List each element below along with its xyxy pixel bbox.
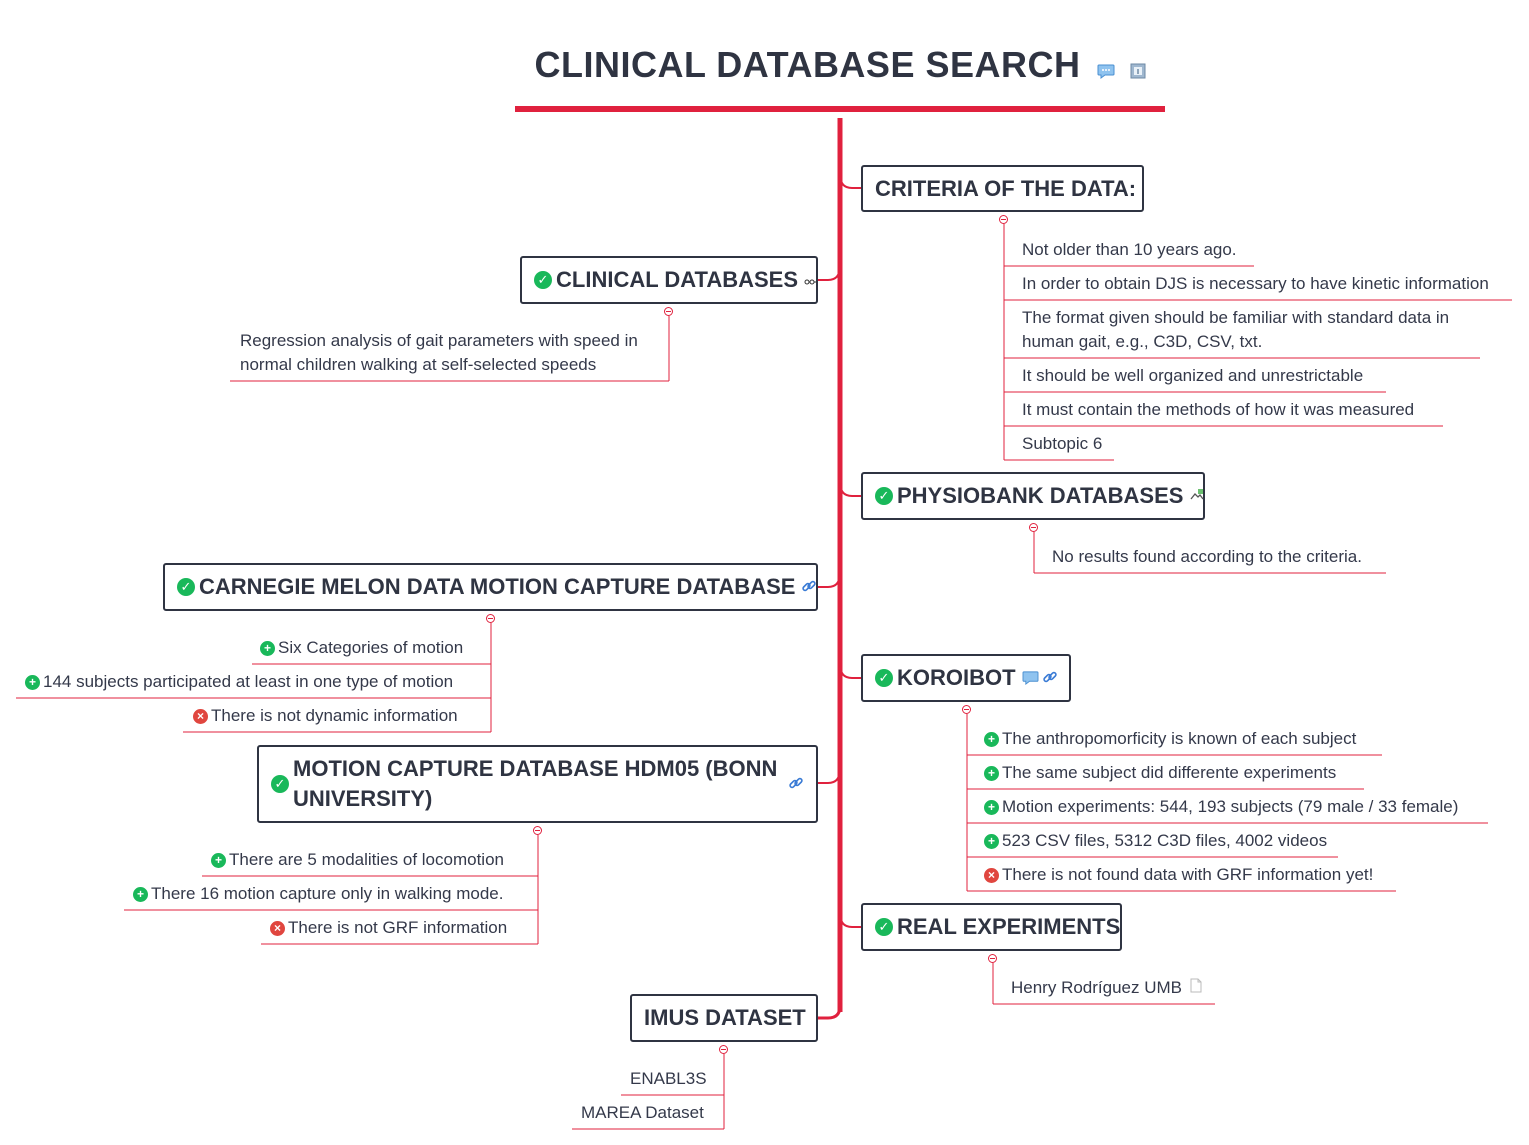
central-topic[interactable]: CLINICAL DATABASE SEARCH: [515, 40, 1165, 92]
hdm05-item[interactable]: ×There is not GRF information: [270, 916, 507, 940]
koroibot-item[interactable]: +523 CSV files, 5312 C3D files, 4002 vid…: [984, 829, 1327, 853]
plus-icon: +: [984, 765, 999, 781]
plus-icon: +: [133, 886, 148, 902]
note-icon[interactable]: [1130, 63, 1146, 79]
hdm05-item[interactable]: +There 16 motion capture only in walking…: [133, 882, 503, 906]
criteria-item[interactable]: Subtopic 6: [1022, 434, 1103, 453]
koroibot-item[interactable]: ×There is not found data with GRF inform…: [984, 863, 1373, 887]
topic-real-experiments-label: REAL EXPERIMENTS: [897, 914, 1121, 939]
collapse-toggle-physiobank[interactable]: [1029, 523, 1038, 532]
criteria-item[interactable]: It must contain the methods of how it wa…: [1022, 400, 1415, 419]
collapse-toggle-clinical-databases[interactable]: [664, 307, 673, 316]
branch-line-carnegie-melon: [818, 572, 841, 588]
topic-koroibot-label: KOROIBOT: [897, 665, 1016, 690]
branch-line-koroibot: [839, 663, 861, 679]
image-icon[interactable]: [1189, 483, 1205, 509]
topic-physiobank-label: PHYSIOBANK DATABASES: [897, 483, 1184, 508]
collapse-toggle-hdm05[interactable]: [533, 826, 542, 835]
plus-icon: +: [25, 674, 40, 690]
topic-imus-dataset[interactable]: IMUS DATASET: [630, 994, 818, 1042]
criteria-item[interactable]: The format given should be familiar with…: [1022, 308, 1450, 351]
comment-icon[interactable]: [1097, 63, 1115, 80]
topic-criteria-label: CRITERIA OF THE DATA:: [875, 175, 1137, 201]
plus-icon: +: [211, 852, 226, 868]
topic-hdm05-label: MOTION CAPTURE DATABASE HDM05 (BONN UNIV…: [293, 756, 778, 811]
topic-carnegie-melon-label: CARNEGIE MELON DATA MOTION CAPTURE DATAB…: [199, 574, 796, 599]
hdm05-item[interactable]: +There are 5 modalities of locomotion: [211, 848, 504, 872]
branch-line-physiobank: [839, 481, 861, 497]
link-icon[interactable]: [788, 771, 804, 797]
branch-line-imus-dataset: [818, 1005, 842, 1020]
koroibot-item[interactable]: +The anthropomorficity is known of each …: [984, 727, 1356, 751]
imus-item[interactable]: MAREA Dataset: [581, 1103, 704, 1122]
checkmark-icon: ✓: [875, 918, 893, 936]
topic-real-experiments[interactable]: ✓ REAL EXPERIMENTS: [861, 903, 1122, 951]
branch-line-real-experiments: [839, 912, 861, 928]
koroibot-item[interactable]: +Motion experiments: 544, 193 subjects (…: [984, 795, 1458, 819]
branch-line-hdm05: [818, 768, 841, 784]
checkmark-icon: ✓: [534, 271, 552, 289]
checkmark-icon: ✓: [875, 487, 893, 505]
collapse-toggle-imus-dataset[interactable]: [719, 1045, 728, 1054]
koroibot-item[interactable]: +The same subject did differente experim…: [984, 761, 1336, 785]
link-icon[interactable]: [1042, 665, 1058, 691]
criteria-item[interactable]: It should be well organized and unrestri…: [1022, 366, 1364, 385]
image-icon[interactable]: [804, 267, 818, 293]
branch-line-clinical-databases: [818, 265, 841, 281]
cross-icon: ×: [193, 708, 208, 724]
carnegie-item[interactable]: ×There is not dynamic information: [193, 704, 458, 728]
topic-criteria[interactable]: CRITERIA OF THE DATA:: [861, 165, 1144, 212]
comment-icon[interactable]: [1022, 665, 1039, 691]
attachment-icon[interactable]: [1190, 976, 1202, 1000]
plus-icon: +: [984, 731, 999, 747]
topic-hdm05[interactable]: ✓ MOTION CAPTURE DATABASE HDM05 (BONN UN…: [257, 745, 818, 823]
topic-koroibot[interactable]: ✓ KOROIBOT: [861, 654, 1071, 702]
collapse-toggle-koroibot[interactable]: [962, 705, 971, 714]
central-topic-underline: [515, 106, 1165, 112]
criteria-item[interactable]: Not older than 10 years ago.: [1022, 240, 1237, 259]
collapse-toggle-real-experiments[interactable]: [988, 954, 997, 963]
physiobank-item[interactable]: No results found according to the criter…: [1052, 547, 1362, 566]
cross-icon: ×: [984, 867, 999, 883]
topic-imus-dataset-label: IMUS DATASET: [644, 1005, 806, 1030]
collapse-toggle-carnegie-melon[interactable]: [486, 614, 495, 623]
carnegie-item[interactable]: +Six Categories of motion: [260, 636, 463, 660]
plus-icon: +: [984, 799, 999, 815]
link-icon[interactable]: [801, 574, 817, 600]
real-experiments-item[interactable]: Henry Rodríguez UMB: [1011, 976, 1202, 1000]
topic-physiobank[interactable]: ✓ PHYSIOBANK DATABASES: [861, 472, 1205, 520]
checkmark-icon: ✓: [875, 669, 893, 687]
cross-icon: ×: [270, 920, 285, 936]
criteria-item[interactable]: In order to obtain DJS is necessary to h…: [1022, 274, 1489, 293]
carnegie-item[interactable]: +144 subjects participated at least in o…: [25, 670, 453, 694]
clinical-databases-item[interactable]: Regression analysis of gait parameters w…: [240, 331, 638, 374]
checkmark-icon: ✓: [271, 775, 289, 793]
topic-carnegie-melon[interactable]: ✓ CARNEGIE MELON DATA MOTION CAPTURE DAT…: [163, 563, 818, 611]
plus-icon: +: [984, 833, 999, 849]
checkmark-icon: ✓: [177, 578, 195, 596]
imus-item[interactable]: ENABL3S: [630, 1069, 707, 1088]
central-topic-label: CLINICAL DATABASE SEARCH: [534, 44, 1081, 85]
collapse-toggle-criteria[interactable]: [999, 215, 1008, 224]
topic-clinical-databases-label: CLINICAL DATABASES: [556, 267, 798, 292]
topic-clinical-databases[interactable]: ✓ CLINICAL DATABASES: [520, 256, 818, 304]
branch-line-criteria: [839, 173, 861, 189]
plus-icon: +: [260, 640, 275, 656]
